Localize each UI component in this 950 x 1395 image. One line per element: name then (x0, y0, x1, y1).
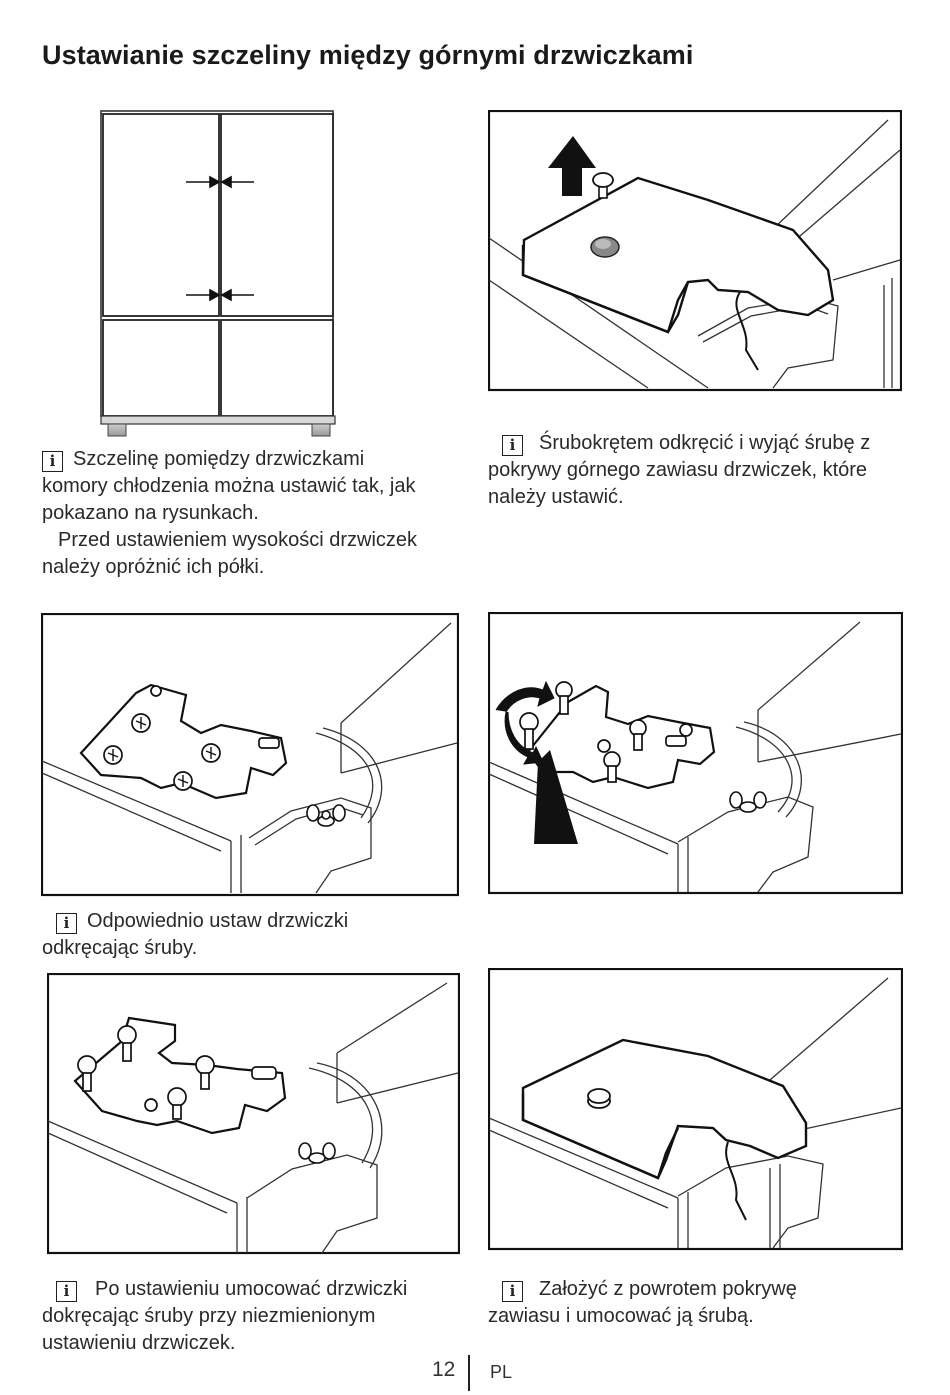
loosen-screws-illustration (488, 612, 903, 895)
language-code: PL (490, 1362, 513, 1382)
page-number: 12 (432, 1358, 456, 1381)
info-icon: i (42, 451, 63, 472)
page-footer: 12 PL (0, 1355, 950, 1395)
info-icon: i (56, 913, 77, 934)
fridge-front-illustration (96, 108, 340, 444)
info-icon: i (502, 1281, 523, 1302)
hinge-plate-screws-illustration (41, 613, 459, 897)
info-icon: i (56, 1281, 77, 1302)
hinge-cover-reattached-illustration (488, 968, 903, 1251)
hinge-cover-screw-removal-illustration (488, 110, 902, 393)
footer-divider (468, 1355, 470, 1391)
info-icon: i (502, 435, 523, 456)
page-title: Ustawianie szczeliny między górnymi drzw… (42, 40, 694, 70)
tighten-screws-illustration (47, 973, 460, 1255)
